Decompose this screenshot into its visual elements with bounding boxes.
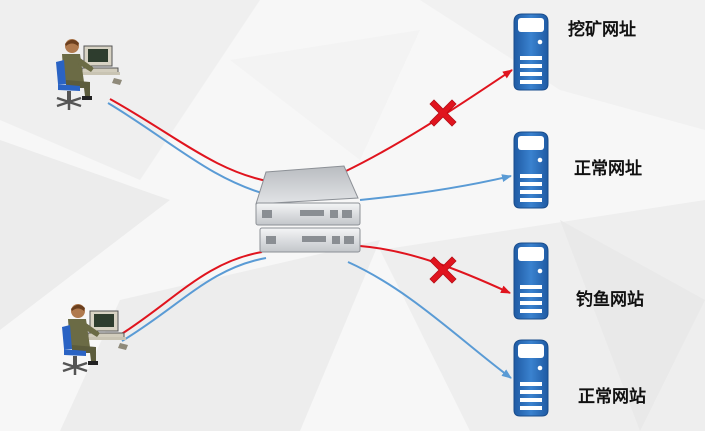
blocked-cross-icon <box>429 256 457 284</box>
user-workstation-icon <box>54 37 124 112</box>
gateway-server-icon <box>255 165 361 253</box>
destination-label-normal-site: 正常网站 <box>578 387 646 407</box>
server-icon <box>513 13 549 91</box>
destination-label-normal-address: 正常网址 <box>574 159 642 179</box>
link-to-mining-site <box>343 69 513 173</box>
client2-red-link <box>119 251 263 336</box>
link-to-normal-site <box>347 261 512 379</box>
client1-blue-link <box>107 102 273 197</box>
server-icon <box>513 339 549 417</box>
client2-blue-link <box>121 257 267 342</box>
client1-red-link <box>109 98 273 183</box>
destination-label-phishing: 钓鱼网站 <box>576 290 644 310</box>
blocked-cross-icon <box>429 99 457 127</box>
destination-label-mining: 挖矿网址 <box>568 20 636 40</box>
link-to-normal-address <box>359 174 512 201</box>
server-icon <box>513 131 549 209</box>
user-workstation-icon <box>60 302 130 377</box>
server-icon <box>513 242 549 320</box>
